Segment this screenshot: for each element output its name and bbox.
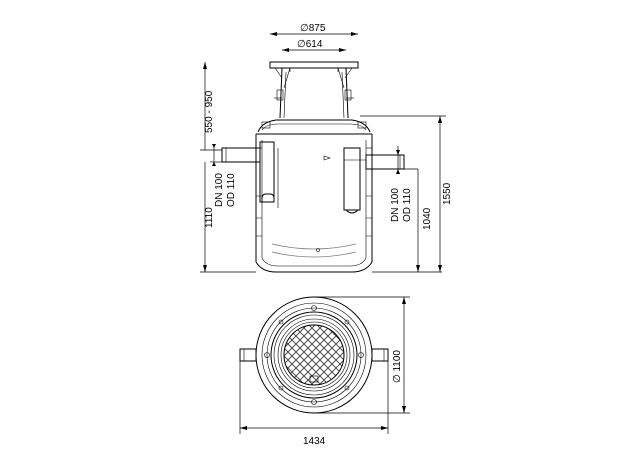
plan-view: ∅ 1100 1434 xyxy=(239,296,410,447)
riser-shaft xyxy=(274,67,354,119)
dimension-lid-inner: ∅614 xyxy=(282,39,346,52)
lid-outer-diameter-label: ∅875 xyxy=(300,23,326,34)
dimension-overall-width: 1434 xyxy=(239,361,389,447)
dimension-inlet-pipe: DN 100 OD 110 xyxy=(210,144,237,207)
tank-diameter-label: ∅ 1100 xyxy=(392,350,403,383)
overall-width-label: 1434 xyxy=(303,436,326,447)
outlet-od-label: OD 110 xyxy=(402,188,413,222)
outlet-invert-label: 1040 xyxy=(422,207,433,230)
inlet-invert-label: 1110 xyxy=(204,207,215,228)
outlet-dn-label: DN 100 xyxy=(390,188,401,222)
dimension-total-height: 1550 xyxy=(360,115,453,272)
dimension-outlet-invert: 1040 xyxy=(372,169,442,273)
lid-frame xyxy=(269,61,359,69)
dimension-outlet-pipe: DN 100 OD 110 xyxy=(390,146,418,222)
inlet-pipe xyxy=(221,141,279,208)
plan-inlet-pipe xyxy=(239,348,257,362)
dimension-tank-diameter: ∅ 1100 xyxy=(314,296,410,414)
plan-outlet-pipe xyxy=(371,348,389,362)
outlet-pipe xyxy=(323,147,405,214)
inlet-dn-label: DN 100 xyxy=(214,173,225,207)
total-height-label: 1550 xyxy=(442,182,453,205)
riser-height-label: 550 - 950 xyxy=(204,90,215,133)
dimension-inlet-invert: 1110 xyxy=(200,162,256,273)
dimension-riser-height: 550 - 950 xyxy=(200,62,222,151)
dimension-lid-outer: ∅875 xyxy=(270,23,358,36)
side-elevation-view: ∅875 ∅614 550 - 950 DN 100 OD 110 xyxy=(200,23,453,273)
lid-inner-diameter-label: ∅614 xyxy=(297,39,323,50)
grate-cover xyxy=(283,324,345,386)
inlet-od-label: OD 110 xyxy=(226,173,237,207)
